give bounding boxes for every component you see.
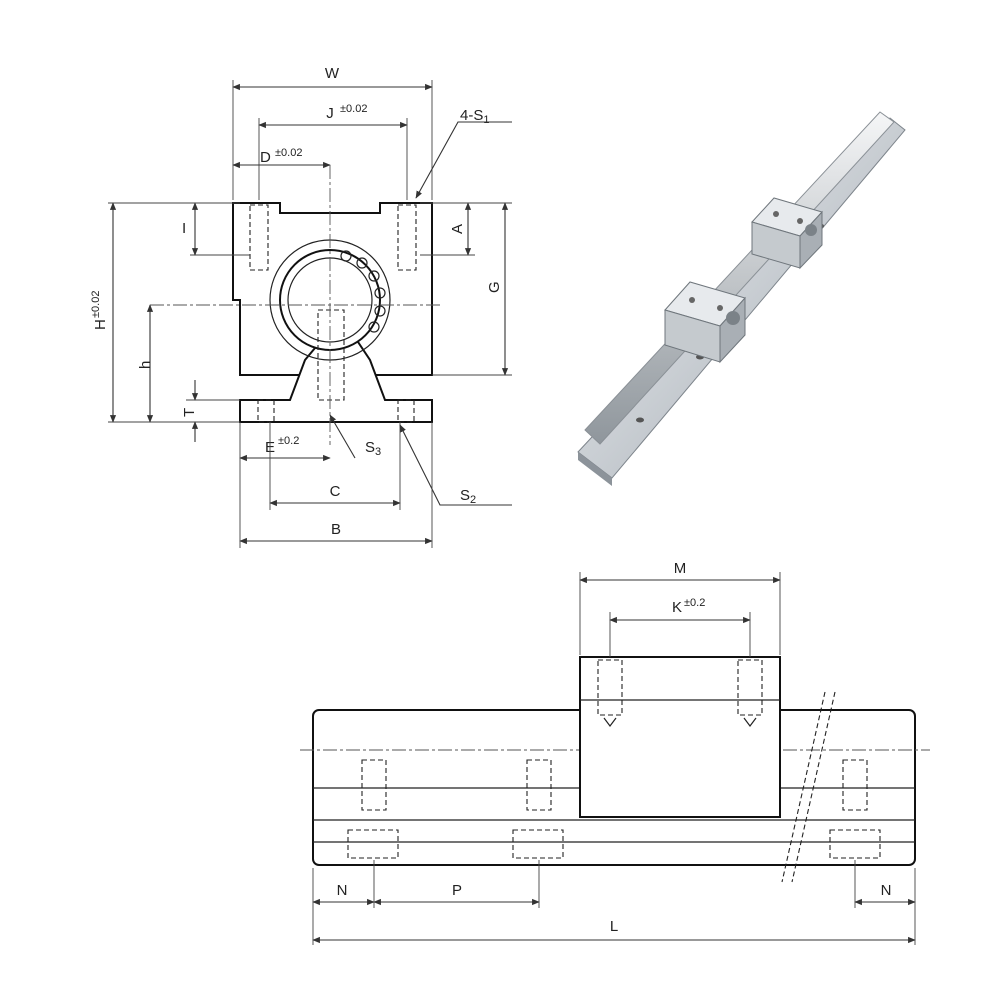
- label-h-tolerance: ±0.02: [90, 291, 102, 318]
- label-e-tolerance: ±0.2: [278, 435, 299, 447]
- rail-mount-holes: [347, 759, 881, 859]
- rail-shaft: [584, 111, 895, 445]
- support-base: [239, 329, 433, 423]
- mount-hole-right: [397, 204, 417, 271]
- label-4-s1: 4-S1: [460, 107, 489, 126]
- label-d-tolerance: ±0.02: [275, 147, 302, 159]
- label-h-lower: h: [137, 361, 154, 369]
- label-s2: S2: [460, 487, 476, 506]
- label-j: J: [326, 105, 334, 122]
- end-view: W J ±0.02 4-S1 D ±0.02 I A G H: [90, 65, 512, 548]
- label-m: M: [674, 560, 687, 577]
- label-g: G: [486, 281, 503, 293]
- base-hole-right: [397, 399, 415, 423]
- label-h-upper: H: [92, 319, 109, 330]
- product-illustration: [577, 111, 906, 486]
- rail-base-edge: [578, 452, 612, 486]
- rail-hole: [636, 417, 644, 423]
- block-hole-right: [737, 659, 763, 716]
- base-hole-left: [257, 399, 275, 423]
- label-j-tolerance: ±0.02: [340, 103, 367, 115]
- label-n-left: N: [337, 882, 348, 899]
- label-a: A: [449, 224, 466, 234]
- leader-s2: [399, 424, 512, 506]
- break-line-2: [791, 691, 836, 883]
- shaft-bolt-hole: [317, 309, 345, 401]
- bearing-block-lower: [664, 281, 746, 364]
- label-d: D: [260, 149, 271, 166]
- label-t: T: [181, 408, 198, 417]
- label-p: P: [452, 882, 462, 899]
- ball-markers: [340, 250, 386, 333]
- label-w: W: [325, 65, 340, 82]
- label-b: B: [331, 521, 341, 538]
- label-k: K: [672, 599, 682, 616]
- label-c: C: [330, 483, 341, 500]
- label-n-right: N: [881, 882, 892, 899]
- label-l: L: [610, 918, 618, 935]
- bearing-block-upper: [751, 197, 823, 270]
- block-hole-left: [597, 659, 623, 716]
- leader-4-s1: [415, 121, 512, 199]
- side-view: M K ±0.2 N P N L: [300, 560, 930, 945]
- block-side-outline: [579, 656, 781, 818]
- label-s3: S3: [365, 439, 381, 458]
- mount-hole-left: [249, 204, 269, 271]
- leader-s3: [329, 414, 356, 459]
- label-k-tolerance: ±0.2: [684, 597, 705, 609]
- break-line-1: [781, 691, 826, 883]
- label-i: I: [182, 220, 186, 237]
- label-h-upper-group: H ±0.02: [90, 291, 109, 330]
